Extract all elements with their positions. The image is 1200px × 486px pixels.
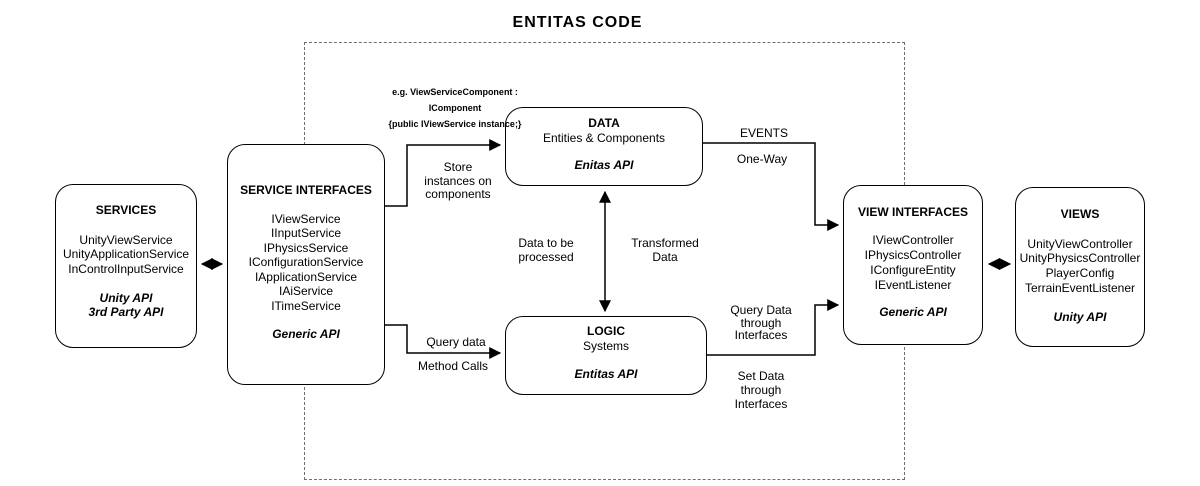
node-views: VIEWS UnityViewController UnityPhysicsCo… bbox=[1015, 187, 1145, 347]
node-views-api: Unity API bbox=[1016, 310, 1144, 324]
node-view-interfaces: VIEW INTERFACES IViewController IPhysics… bbox=[843, 185, 983, 345]
node-logic-title: LOGIC bbox=[587, 324, 625, 338]
list-item: PlayerConfig bbox=[1045, 265, 1115, 280]
transformed-data-label: Transformed Data bbox=[631, 236, 699, 264]
node-data-title: DATA bbox=[588, 116, 620, 130]
one-way-label: One-Way bbox=[736, 152, 788, 166]
node-service-interfaces-api: Generic API bbox=[228, 327, 384, 341]
list-item: UnityViewController bbox=[1027, 236, 1133, 251]
node-views-title: VIEWS bbox=[1060, 207, 1100, 221]
api-label: Unity API bbox=[1053, 310, 1107, 325]
list-item: IConfigurationService bbox=[248, 255, 364, 269]
api-label: Entitas API bbox=[574, 366, 638, 381]
node-services-items: UnityViewService UnityApplicationService… bbox=[56, 233, 196, 277]
list-item: IPhysicsService bbox=[263, 240, 349, 255]
list-item: IEventListener bbox=[874, 277, 952, 292]
arrow-query-set-data bbox=[707, 299, 840, 356]
node-view-interfaces-title: VIEW INTERFACES bbox=[857, 205, 968, 219]
list-item: IAiService bbox=[278, 284, 334, 298]
list-item: IPhysicsController bbox=[864, 247, 962, 262]
list-item: UnityApplicationService bbox=[62, 247, 190, 261]
data-to-be-processed-label: Data to be processed bbox=[518, 236, 574, 264]
api-label: Unity API bbox=[99, 291, 153, 305]
list-item: IApplicationService bbox=[254, 269, 358, 284]
list-item: InControlInputService bbox=[68, 261, 184, 276]
node-services-title: SERVICES bbox=[95, 203, 157, 217]
node-logic-api: Entitas API bbox=[506, 367, 706, 381]
node-data: DATA Entities & Components Enitas API bbox=[505, 107, 703, 186]
method-calls-label: Method Calls bbox=[417, 359, 489, 373]
node-data-subtitle: Entities & Components bbox=[542, 130, 666, 145]
node-services-api: Unity API 3rd Party API bbox=[56, 291, 196, 319]
store-instances-label: Store instances on components bbox=[424, 160, 492, 201]
list-item: IConfigureEntity bbox=[870, 262, 956, 277]
node-service-interfaces-items: IViewService IInputService IPhysicsServi… bbox=[228, 212, 384, 314]
node-views-items: UnityViewController UnityPhysicsControll… bbox=[1016, 237, 1144, 296]
node-logic: LOGIC Systems Entitas API bbox=[505, 316, 707, 395]
list-item: IViewService bbox=[271, 211, 341, 226]
list-item: IInputService bbox=[270, 226, 342, 240]
arrow-store-instances bbox=[385, 139, 502, 207]
query-data-label: Query data bbox=[426, 335, 486, 349]
events-label: EVENTS bbox=[739, 126, 789, 140]
node-data-api: Enitas API bbox=[506, 158, 702, 172]
diagram-title: ENTITAS CODE bbox=[512, 14, 643, 31]
node-view-interfaces-items: IViewController IPhysicsController IConf… bbox=[844, 233, 982, 293]
list-item: TerrainEventListener bbox=[1024, 280, 1136, 295]
list-item: IViewController bbox=[872, 232, 954, 247]
list-item: UnityPhysicsController bbox=[1019, 251, 1141, 266]
node-services: SERVICES UnityViewService UnityApplicati… bbox=[55, 184, 197, 348]
set-data-through-interfaces-label: Set Data through Interfaces bbox=[734, 369, 788, 411]
query-data-through-interfaces-label: Query Data through Interfaces bbox=[730, 303, 792, 342]
node-logic-subtitle: Systems bbox=[582, 338, 629, 353]
node-service-interfaces: SERVICE INTERFACES IViewService IInputSe… bbox=[227, 144, 385, 385]
api-label: Generic API bbox=[879, 304, 947, 319]
node-view-interfaces-api: Generic API bbox=[844, 305, 982, 319]
list-item: ITimeService bbox=[271, 298, 341, 313]
code-annotation-label: e.g. ViewServiceComponent : IComponent {… bbox=[388, 87, 522, 129]
api-label: Enitas API bbox=[574, 157, 634, 172]
list-item: UnityViewService bbox=[79, 232, 173, 247]
api-label: 3rd Party API bbox=[88, 305, 164, 319]
arrow-events-one-way bbox=[703, 142, 840, 231]
arrow-query-data-method-calls bbox=[385, 324, 502, 359]
node-service-interfaces-title: SERVICE INTERFACES bbox=[240, 183, 372, 197]
api-label: Generic API bbox=[272, 327, 340, 341]
